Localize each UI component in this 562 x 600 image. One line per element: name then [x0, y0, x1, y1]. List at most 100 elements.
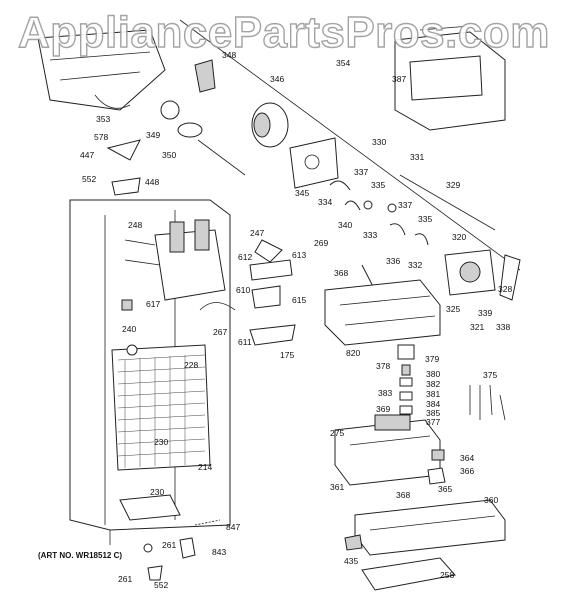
callout-360: 360	[484, 495, 498, 505]
part-346-shape	[251, 102, 289, 148]
callout-384: 384	[426, 399, 440, 409]
callout-381: 381	[426, 389, 440, 399]
callout-348: 348	[222, 50, 236, 60]
part-612-shape	[254, 239, 283, 263]
callout-847: 847	[226, 522, 240, 532]
callout-340: 340	[338, 220, 352, 230]
callout-368: 368	[334, 268, 348, 278]
callout-334: 334	[318, 197, 332, 207]
watermark: AppliancePartsPros.com	[17, 7, 550, 57]
callout-325: 325	[446, 304, 460, 314]
callout-382: 382	[426, 379, 440, 389]
callout-328: 328	[498, 284, 512, 294]
callout-447: 447	[80, 150, 94, 160]
callout-335: 335	[418, 214, 432, 224]
part-843-shape	[179, 537, 196, 559]
callout-267: 267	[213, 327, 227, 337]
callout-269: 269	[314, 238, 328, 248]
callout-214: 214	[198, 462, 212, 472]
callout-368: 368	[396, 490, 410, 500]
callout-337: 337	[398, 200, 412, 210]
callout-843: 843	[212, 547, 226, 557]
part-320-325-shape	[444, 249, 521, 301]
callout-336: 336	[386, 256, 400, 266]
callout-380: 380	[426, 369, 440, 379]
part-365-shape	[427, 467, 446, 485]
callout-617: 617	[146, 299, 160, 309]
part-360-shape	[354, 499, 506, 556]
part-552-shape	[147, 565, 163, 581]
callout-366: 366	[460, 466, 474, 476]
callout-820: 820	[346, 348, 360, 358]
callout-377: 377	[426, 417, 440, 427]
part-267-shape	[199, 302, 236, 311]
drain-pan-shape	[119, 494, 181, 521]
callout-320: 320	[452, 232, 466, 242]
callout-615: 615	[292, 295, 306, 305]
part-261-shape	[143, 543, 153, 553]
callout-230: 230	[150, 487, 164, 497]
callout-385: 385	[426, 408, 440, 418]
callout-230: 230	[154, 437, 168, 447]
callout-275: 275	[330, 428, 344, 438]
callout-248: 248	[128, 220, 142, 230]
callout-175: 175	[280, 350, 294, 360]
ice-mold-shape	[324, 279, 441, 346]
callout-378: 378	[376, 361, 390, 371]
valve-stack-shape	[397, 344, 415, 415]
part-617-shape	[121, 299, 133, 311]
callout-353: 353	[96, 114, 110, 124]
callout-361: 361	[330, 482, 344, 492]
callout-321: 321	[470, 322, 484, 332]
callout-261: 261	[162, 540, 176, 550]
callout-365: 365	[438, 484, 452, 494]
part-448-shape	[111, 177, 141, 196]
part-364-shape	[431, 449, 445, 461]
callout-337: 337	[354, 167, 368, 177]
part-611-shape	[249, 324, 296, 346]
callout-346: 346	[270, 74, 284, 84]
part-610-shape	[251, 285, 281, 309]
callout-383: 383	[378, 388, 392, 398]
callout-330: 330	[372, 137, 386, 147]
part-349-350-shape	[160, 100, 246, 176]
part-375-shape	[469, 384, 506, 421]
auger-motor-shape	[124, 219, 226, 301]
callout-448: 448	[145, 177, 159, 187]
callout-354: 354	[336, 58, 350, 68]
callout-435: 435	[344, 556, 358, 566]
callout-387: 387	[392, 74, 406, 84]
callout-228: 228	[184, 360, 198, 370]
callout-610: 610	[236, 285, 250, 295]
callout-379: 379	[425, 354, 439, 364]
frame-leader	[179, 19, 521, 271]
callout-350: 350	[162, 150, 176, 160]
callout-369: 369	[376, 404, 390, 414]
callout-375: 375	[483, 370, 497, 380]
part-613-shape	[249, 259, 293, 281]
part-447-shape	[106, 139, 141, 161]
dispenser-door-shape	[394, 25, 506, 131]
callout-364: 364	[460, 453, 474, 463]
callout-333: 333	[363, 230, 377, 240]
callout-349: 349	[146, 130, 160, 140]
callout-240: 240	[122, 324, 136, 334]
callout-332: 332	[408, 260, 422, 270]
callout-247: 247	[250, 228, 264, 238]
part-258-shape	[361, 557, 456, 591]
callout-339: 339	[478, 308, 492, 318]
callout-338: 338	[496, 322, 510, 332]
part-329-rod	[399, 174, 496, 231]
callout-613: 613	[292, 250, 306, 260]
part-847-shape	[194, 519, 221, 526]
callout-258: 258	[440, 570, 454, 580]
part-348-shape	[194, 59, 216, 93]
callout-331: 331	[410, 152, 424, 162]
evaporator-shape	[111, 344, 211, 471]
linkage-parts-shape	[329, 180, 429, 246]
part-345-shape	[289, 137, 339, 189]
callout-552: 552	[154, 580, 168, 590]
